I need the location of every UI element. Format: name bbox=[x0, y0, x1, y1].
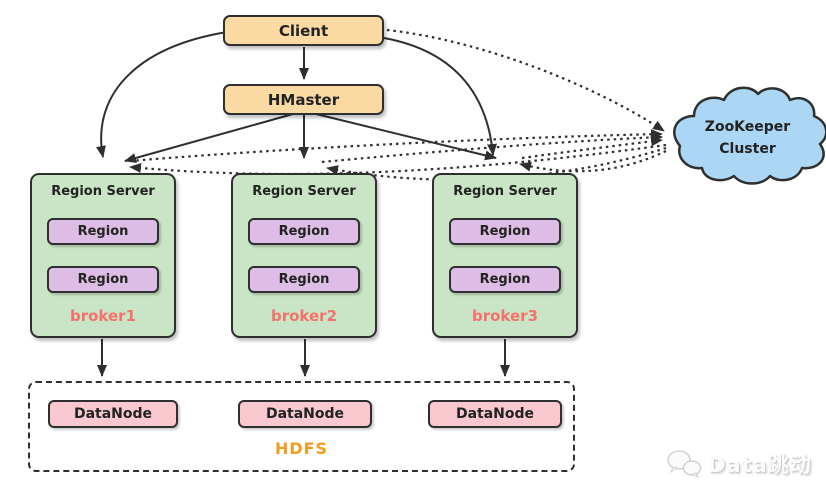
watermark-text: Data跳动 bbox=[708, 453, 812, 477]
zookeeper-label: ZooKeeper Cluster bbox=[690, 117, 805, 160]
region-server-1: Region Server Region Region broker1 bbox=[30, 173, 176, 338]
broker-label: broker1 bbox=[69, 307, 137, 325]
region-server-3: Region Server Region Region broker3 bbox=[432, 173, 578, 338]
datanode-label: DataNode bbox=[265, 406, 345, 422]
datanode-3: DataNode bbox=[428, 400, 562, 428]
region-label: Region bbox=[278, 224, 330, 239]
edge-client-zookeeper bbox=[386, 28, 665, 132]
region-node: Region bbox=[47, 266, 159, 293]
region-server-title: Region Server bbox=[252, 184, 356, 199]
edge-rs1-zookeeper bbox=[129, 129, 663, 163]
region-label: Region bbox=[77, 224, 129, 239]
zookeeper-label-line2: Cluster bbox=[719, 140, 776, 157]
region-server-title: Region Server bbox=[453, 184, 557, 199]
region-node: Region bbox=[248, 266, 360, 293]
region-node: Region bbox=[449, 266, 561, 293]
region-label: Region bbox=[479, 224, 531, 239]
watermark: Data跳动 bbox=[666, 449, 812, 479]
hmaster-node: HMaster bbox=[223, 84, 384, 115]
region-node: Region bbox=[47, 218, 159, 245]
region-server-title: Region Server bbox=[51, 184, 155, 199]
zookeeper-label-line1: ZooKeeper bbox=[704, 119, 791, 135]
region-server-2: Region Server Region Region broker2 bbox=[231, 173, 377, 338]
region-node: Region bbox=[449, 218, 561, 245]
edge-hmaster-rs1 bbox=[124, 113, 294, 163]
datanode-2: DataNode bbox=[238, 400, 372, 428]
edge-zookeeper-rs1 bbox=[129, 143, 667, 176]
datanode-label: DataNode bbox=[455, 406, 535, 422]
region-label: Region bbox=[77, 272, 129, 287]
region-node: Region bbox=[248, 218, 360, 245]
hdfs-label: HDFS bbox=[274, 439, 329, 458]
hdfs-container: DataNode DataNode DataNode HDFS bbox=[28, 381, 575, 472]
edge-rs3-zookeeper bbox=[521, 136, 663, 160]
edge-hmaster-rs3 bbox=[315, 113, 497, 161]
datanode-label: DataNode bbox=[73, 406, 153, 422]
broker-label: broker3 bbox=[471, 307, 539, 325]
edge-client-rs1 bbox=[96, 31, 228, 158]
client-node: Client bbox=[223, 15, 384, 46]
broker-label: broker2 bbox=[270, 307, 338, 325]
region-label: Region bbox=[278, 272, 330, 287]
edge-client-rs3 bbox=[383, 37, 497, 156]
region-label: Region bbox=[479, 272, 531, 287]
wechat-chat-bubbles-icon bbox=[667, 450, 702, 479]
client-label: Client bbox=[278, 21, 329, 40]
edge-rs2-zookeeper bbox=[321, 132, 663, 164]
hmaster-label: HMaster bbox=[267, 90, 340, 109]
datanode-1: DataNode bbox=[48, 400, 178, 428]
edge-zookeeper-rs3 bbox=[519, 150, 667, 173]
